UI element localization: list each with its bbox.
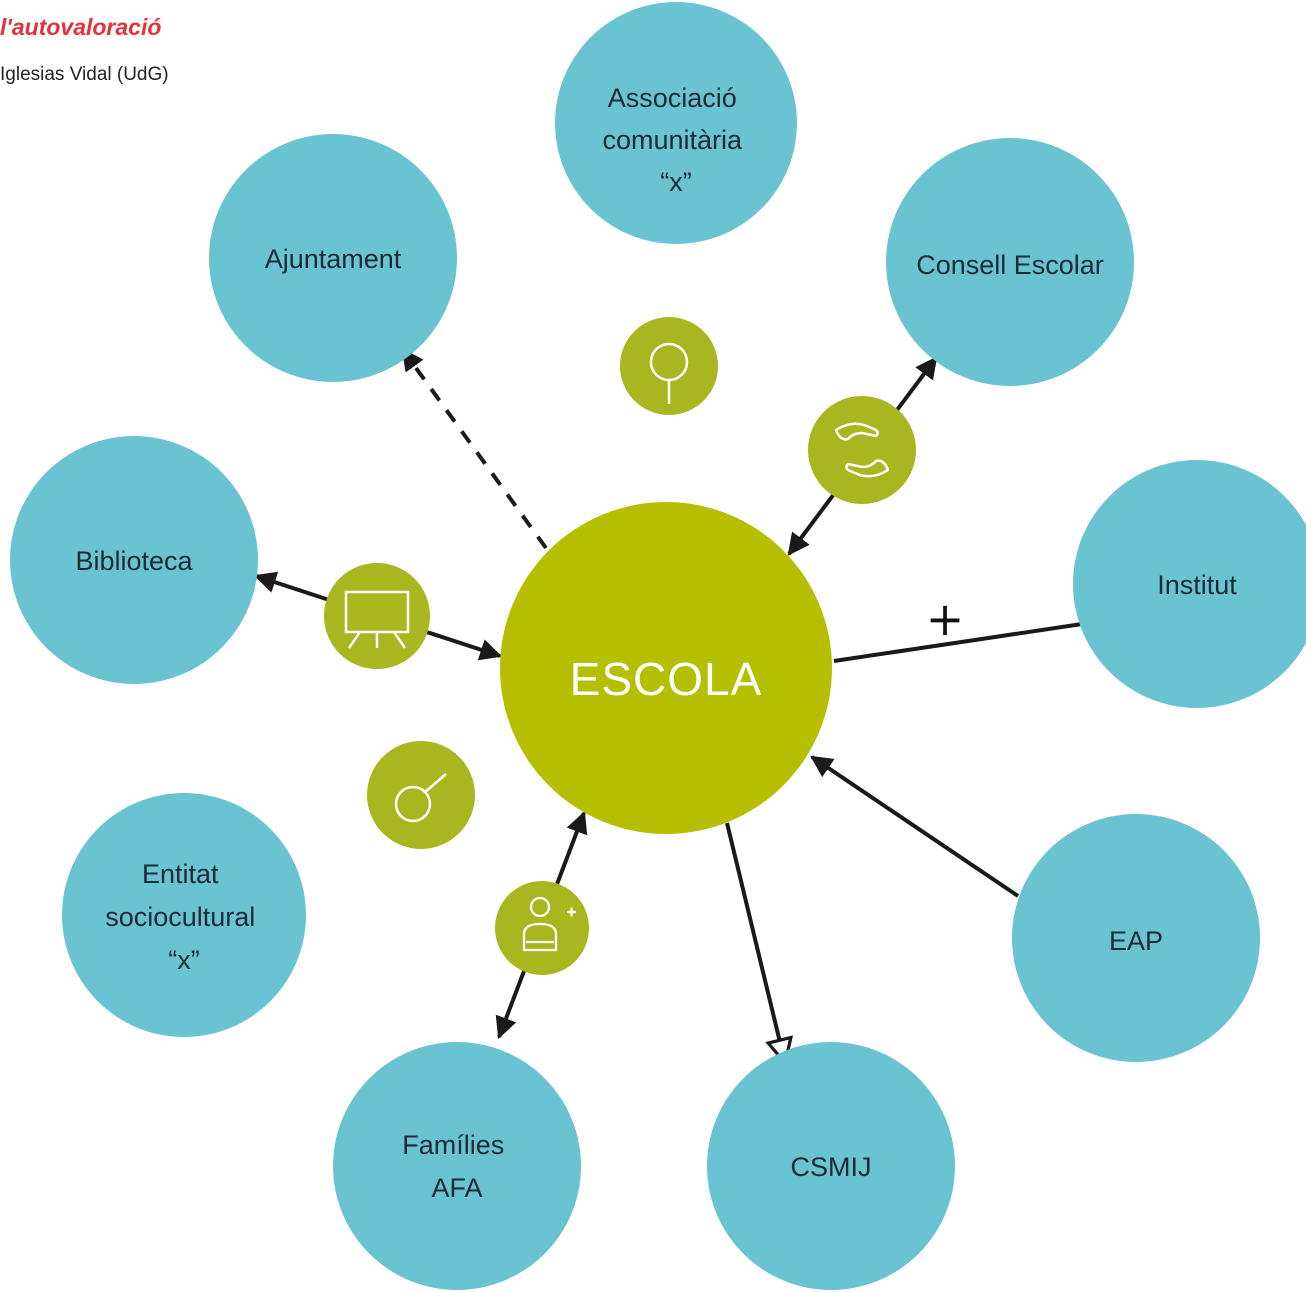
node-institut: Institut [1073,460,1306,708]
node-families-line-1: Famílies [402,1130,504,1160]
svg-text:EAP: EAP [1109,926,1163,956]
svg-text:Associació comunitària: Associació comunitària “x” [602,83,749,197]
node-institut-label: Institut [1157,570,1237,600]
document-title: l'autovaloració [0,14,162,40]
handshake-icon [808,396,916,504]
node-ajuntament-label: Ajuntament [265,244,402,274]
connector-eap [810,755,1020,898]
node-escola-label: ESCOLA [570,653,763,705]
node-associacio-line-2: comunitària [602,125,743,155]
node-entitat-line-3: “x” [168,945,199,975]
node-consell-escolar-label: Consell Escolar [916,250,1104,280]
svg-text:Biblioteca: Biblioteca [75,546,193,576]
node-eap-label: EAP [1109,926,1163,956]
add-user-icon [495,881,589,975]
node-families-line-2: AFA [431,1173,482,1203]
svg-text:Ajuntament: Ajuntament [265,244,402,274]
node-associacio-line-1: Associació [608,83,737,113]
node-entitat-line-2: sociocultural [105,902,255,932]
node-consell-escolar: Consell Escolar [886,138,1134,386]
svg-text:Entitat sociocultural: Entitat sociocultural “x” [105,859,263,975]
node-ajuntament: Ajuntament [209,134,457,382]
connector-institut [833,622,1083,663]
node-biblioteca-label: Biblioteca [75,546,193,576]
magnifier-icon [620,317,718,415]
svg-text:Famílies AFA: Famílies AFA [402,1130,512,1203]
svg-text:CSMIJ: CSMIJ [791,1152,872,1182]
node-biblioteca: Biblioteca [10,436,258,684]
node-escola: ESCOLA [500,502,832,834]
node-entitat-line-1: Entitat [142,859,219,889]
search-icon [367,741,475,849]
connector-ajuntament [401,348,548,550]
node-associacio-line-3: “x” [660,167,691,197]
node-csmij: CSMIJ [707,1042,955,1290]
presentation-board-icon [324,563,430,669]
node-entitat: Entitat sociocultural “x” [62,793,306,1037]
institut-plus-symbol: + [926,592,965,646]
node-eap: EAP [1012,814,1260,1062]
node-associacio: Associació comunitària “x” [555,2,797,244]
connector-csmij [725,822,785,1063]
document-author: Iglesias Vidal (UdG) [0,64,169,85]
node-csmij-label: CSMIJ [791,1152,872,1182]
svg-text:Institut: Institut [1157,570,1237,600]
svg-text:Consell Escolar: Consell Escolar [916,250,1104,280]
node-families: Famílies AFA [333,1042,581,1290]
